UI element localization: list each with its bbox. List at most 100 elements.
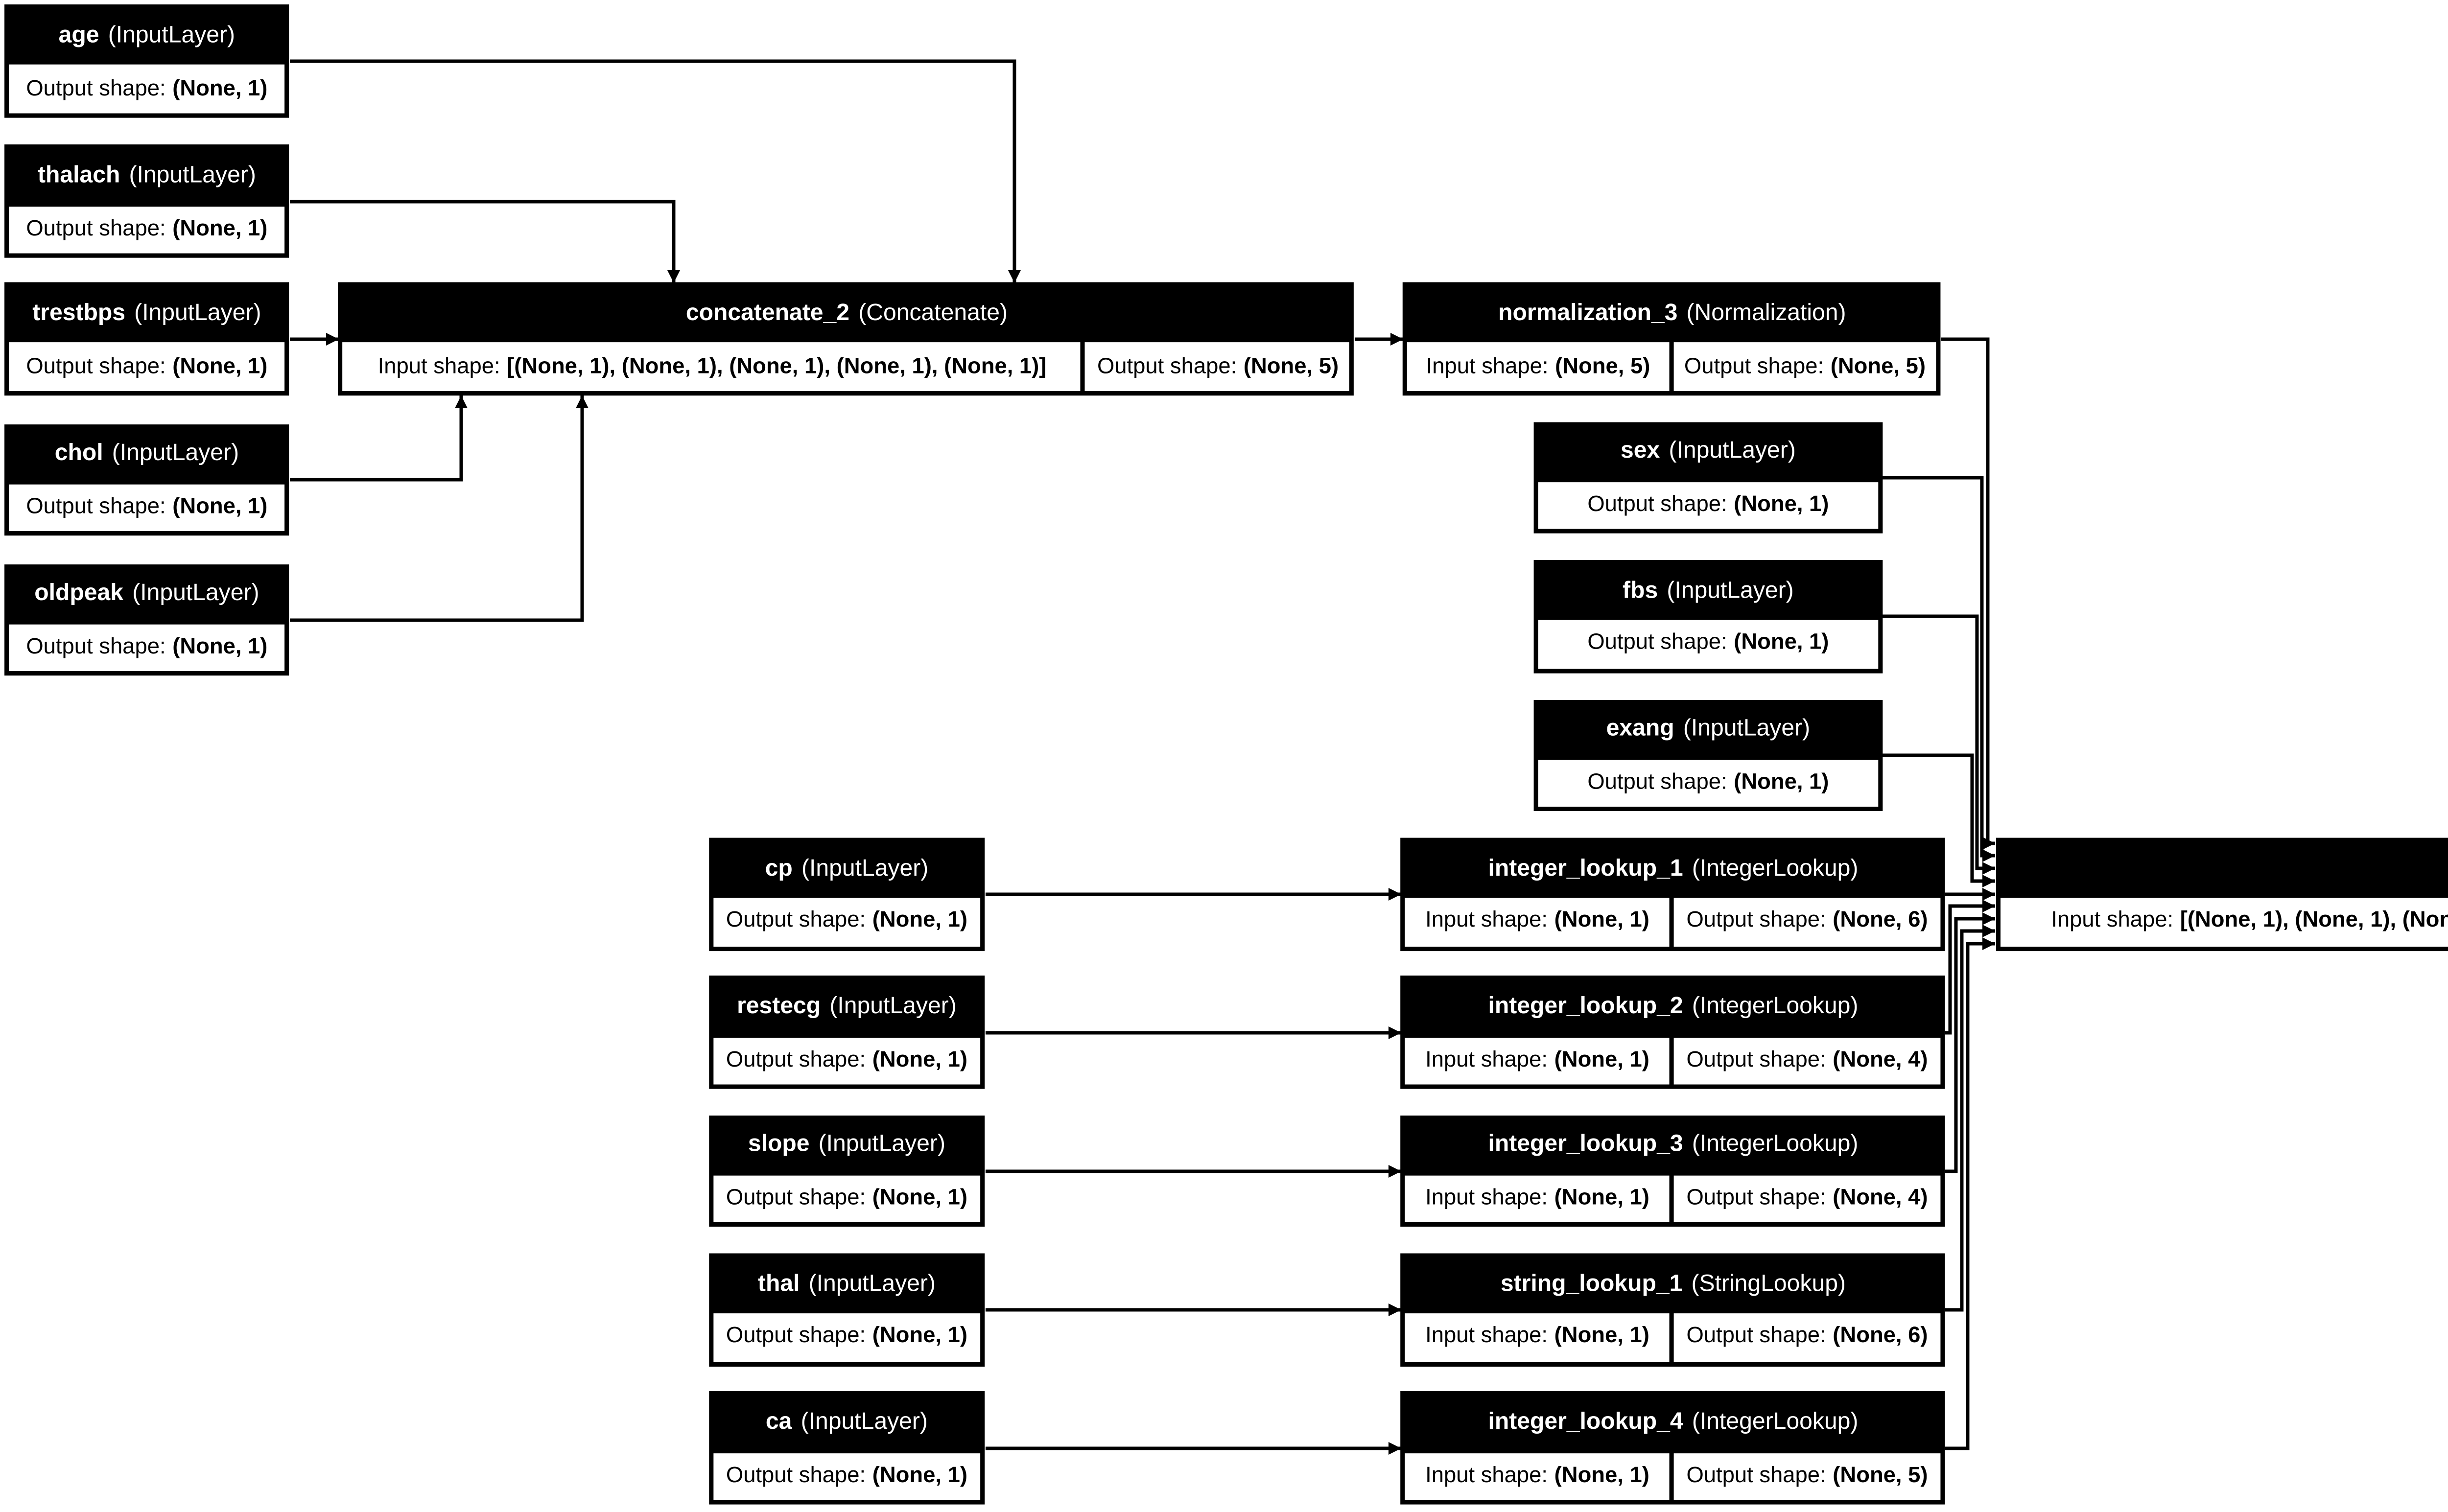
shape-label: Output shape: bbox=[726, 1048, 866, 1073]
edge-thalach-to-concatenate_2 bbox=[289, 200, 680, 283]
layer-name: string_lookup_1 bbox=[1500, 1270, 1683, 1297]
layer-name: age bbox=[58, 22, 99, 48]
layer-name: integer_lookup_3 bbox=[1488, 1132, 1683, 1159]
shape-value: (None, 4) bbox=[1833, 1048, 1928, 1073]
input-shape-cell: Input shape:(None, 1) bbox=[1406, 1313, 1670, 1362]
shape-value: (None, 1) bbox=[1734, 770, 1829, 795]
input-shape-cell: Input shape:(None, 1) bbox=[1406, 1175, 1670, 1223]
layer-header: restecg (InputLayer) bbox=[708, 977, 986, 1037]
shape-label: Output shape: bbox=[1587, 770, 1727, 795]
node-thal: thal(InputLayer)Output shape:(None, 1) bbox=[707, 1253, 986, 1366]
shape-label: Output shape: bbox=[726, 1325, 866, 1350]
shape-value: (None, 1) bbox=[1734, 631, 1829, 656]
output-shape-cell: Output shape:(None, 6) bbox=[1673, 898, 1941, 946]
node-slope: slope(InputLayer)Output shape:(None, 1) bbox=[707, 1115, 986, 1228]
output-shape-cell: Output shape:(None, 6) bbox=[1673, 1313, 1941, 1362]
edge-string_lookup_1-to-concatenate_3 bbox=[1945, 924, 1995, 1312]
shape-value: (None, 1) bbox=[172, 495, 268, 520]
shape-label: Input shape: bbox=[1425, 909, 1548, 934]
output-shape-cell: Output shape:(None, 4) bbox=[1673, 1036, 1941, 1085]
layer-name: chol bbox=[54, 440, 103, 467]
shape-label: Output shape: bbox=[1587, 493, 1727, 518]
node-age: age(InputLayer)Output shape:(None, 1) bbox=[3, 4, 290, 117]
shape-row: Output shape:(None, 1) bbox=[4, 65, 290, 117]
shape-value: (None, 1) bbox=[1554, 909, 1649, 934]
shape-value: (None, 1) bbox=[872, 1464, 967, 1489]
layer-header: chol (InputLayer) bbox=[4, 423, 290, 484]
layer-name: ca bbox=[765, 1409, 792, 1436]
input-shape-cell: Input shape:(None, 1) bbox=[1406, 1452, 1670, 1500]
node-fbs: fbs (InputLayer) Output shape: (None, 1) bbox=[1534, 559, 1882, 673]
shape-label: Input shape: bbox=[2051, 909, 2174, 934]
shape-value: (None, 1) bbox=[172, 354, 268, 379]
shape-value: (None, 5) bbox=[1830, 354, 1926, 379]
layer-type: (InputLayer) bbox=[818, 1132, 945, 1159]
layer-header: exang(InputLayer) bbox=[1534, 699, 1882, 759]
shape-label: Output shape: bbox=[26, 76, 166, 101]
edge-integer_lookup_3-to-concatenate_3 bbox=[1945, 912, 1995, 1173]
layer-header: cp(InputLayer) bbox=[708, 838, 986, 898]
shape-label: Input shape: bbox=[1425, 1186, 1548, 1211]
node-concatenate_2: concatenate_2(Concatenate)Input shape:[(… bbox=[338, 282, 1355, 395]
edge-normalization_3-to-concatenate_3 bbox=[1941, 337, 1995, 850]
shape-value: [(None, 1), (None, 1), (None, 1), (None,… bbox=[2180, 909, 2448, 934]
layer-header: fbs (InputLayer) bbox=[1534, 560, 1882, 620]
shape-label: Output shape: bbox=[1097, 354, 1237, 379]
output-shape-cell: Output shape: (None, 1) bbox=[1539, 620, 1878, 668]
output-shape-cell: Output shape:(None, 4) bbox=[1673, 1175, 1941, 1223]
shape-value: (None, 1) bbox=[1734, 493, 1829, 518]
node-integer_lookup_2: integer_lookup_2(IntegerLookup)Input sha… bbox=[1401, 976, 1945, 1089]
layer-header: integer_lookup_4(IntegerLookup) bbox=[1401, 1392, 1945, 1452]
shape-label: Output shape: bbox=[1587, 631, 1727, 656]
layer-type: (InputLayer) bbox=[1669, 438, 1796, 465]
node-concatenate_3: concatenate_3(Concatenate)Input shape:[(… bbox=[1995, 837, 2448, 951]
layer-name: fbs bbox=[1623, 577, 1658, 604]
shape-value: (None, 4) bbox=[1833, 1186, 1928, 1211]
output-shape-cell: Output shape: (None, 1) bbox=[1539, 481, 1878, 530]
shape-value: (None, 1) bbox=[172, 635, 268, 660]
shape-row: Output shape:(None, 1) bbox=[708, 1036, 986, 1089]
shape-label: Output shape: bbox=[1686, 1464, 1826, 1489]
shape-row: Input shape:[(None, 1), (None, 1), (None… bbox=[339, 343, 1355, 395]
shape-label: Output shape: bbox=[726, 1464, 866, 1489]
shape-row: Input shape:(None, 1)Output shape:(None,… bbox=[1401, 1175, 1945, 1228]
shape-label: Output shape: bbox=[1686, 1325, 1826, 1350]
shape-row: Input shape:(None, 1) Output shape: (None,… bbox=[1401, 1452, 1945, 1505]
layer-header: integer_lookup_3 (IntegerLookup) bbox=[1401, 1115, 1945, 1175]
output-shape-cell: Output shape:(None, 5) bbox=[1085, 343, 1350, 391]
edge-sex-to-concatenate_3 bbox=[1882, 476, 1995, 862]
shape-label: Output shape: bbox=[26, 495, 166, 520]
node-thalach: thalach(InputLayer)Output shape:(None, 1… bbox=[3, 145, 290, 258]
layer-header: trestbps(InputLayer) bbox=[4, 283, 290, 343]
layer-type: (IntegerLookup) bbox=[1692, 1132, 1859, 1159]
output-shape-cell: Output shape:(None, 1) bbox=[8, 483, 285, 532]
edge-age-to-concatenate_2 bbox=[289, 59, 1021, 283]
layer-type: (InputLayer) bbox=[1667, 577, 1794, 604]
shape-row: Output shape: (None, 1) bbox=[1534, 759, 1882, 812]
input-shape-cell: Input shape:(None, 1) bbox=[1406, 898, 1670, 946]
output-shape-cell: Output shape:(None, 1) bbox=[8, 624, 285, 672]
shape-value: (None, 1) bbox=[172, 76, 268, 101]
layer-header: normalization_3(Normalization) bbox=[1403, 283, 1941, 343]
output-shape-cell: Output shape: (None, 1) bbox=[1539, 759, 1878, 807]
shape-row: Output shape:(None, 1) bbox=[708, 1175, 986, 1228]
output-shape-cell: Output shape:(None, 1) bbox=[712, 1313, 981, 1362]
layer-header: sex(InputLayer) bbox=[1534, 421, 1882, 482]
layer-name: cp bbox=[765, 855, 793, 882]
shape-row: Output shape: (None, 1) bbox=[1534, 481, 1882, 534]
shape-value: (None, 6) bbox=[1833, 909, 1928, 934]
layer-header: slope(InputLayer) bbox=[708, 1115, 986, 1175]
shape-row: Output shape:(None, 1) bbox=[4, 343, 290, 395]
edge-exang-to-concatenate_3 bbox=[1882, 753, 1995, 887]
shape-row: Output shape:(None, 1) bbox=[708, 1452, 986, 1505]
layer-header: ca(InputLayer) bbox=[708, 1392, 986, 1452]
input-shape-cell: Input shape:(None, 1) bbox=[1406, 1036, 1670, 1085]
shape-value: (None, 5) bbox=[1833, 1464, 1928, 1489]
output-shape-cell: Output shape:(None, 1) bbox=[712, 1036, 981, 1085]
layer-name: oldpeak bbox=[34, 581, 124, 607]
layer-name: restecg bbox=[737, 993, 821, 1020]
layer-type: (InputLayer) bbox=[829, 993, 957, 1020]
layer-type: (InputLayer) bbox=[112, 440, 239, 467]
